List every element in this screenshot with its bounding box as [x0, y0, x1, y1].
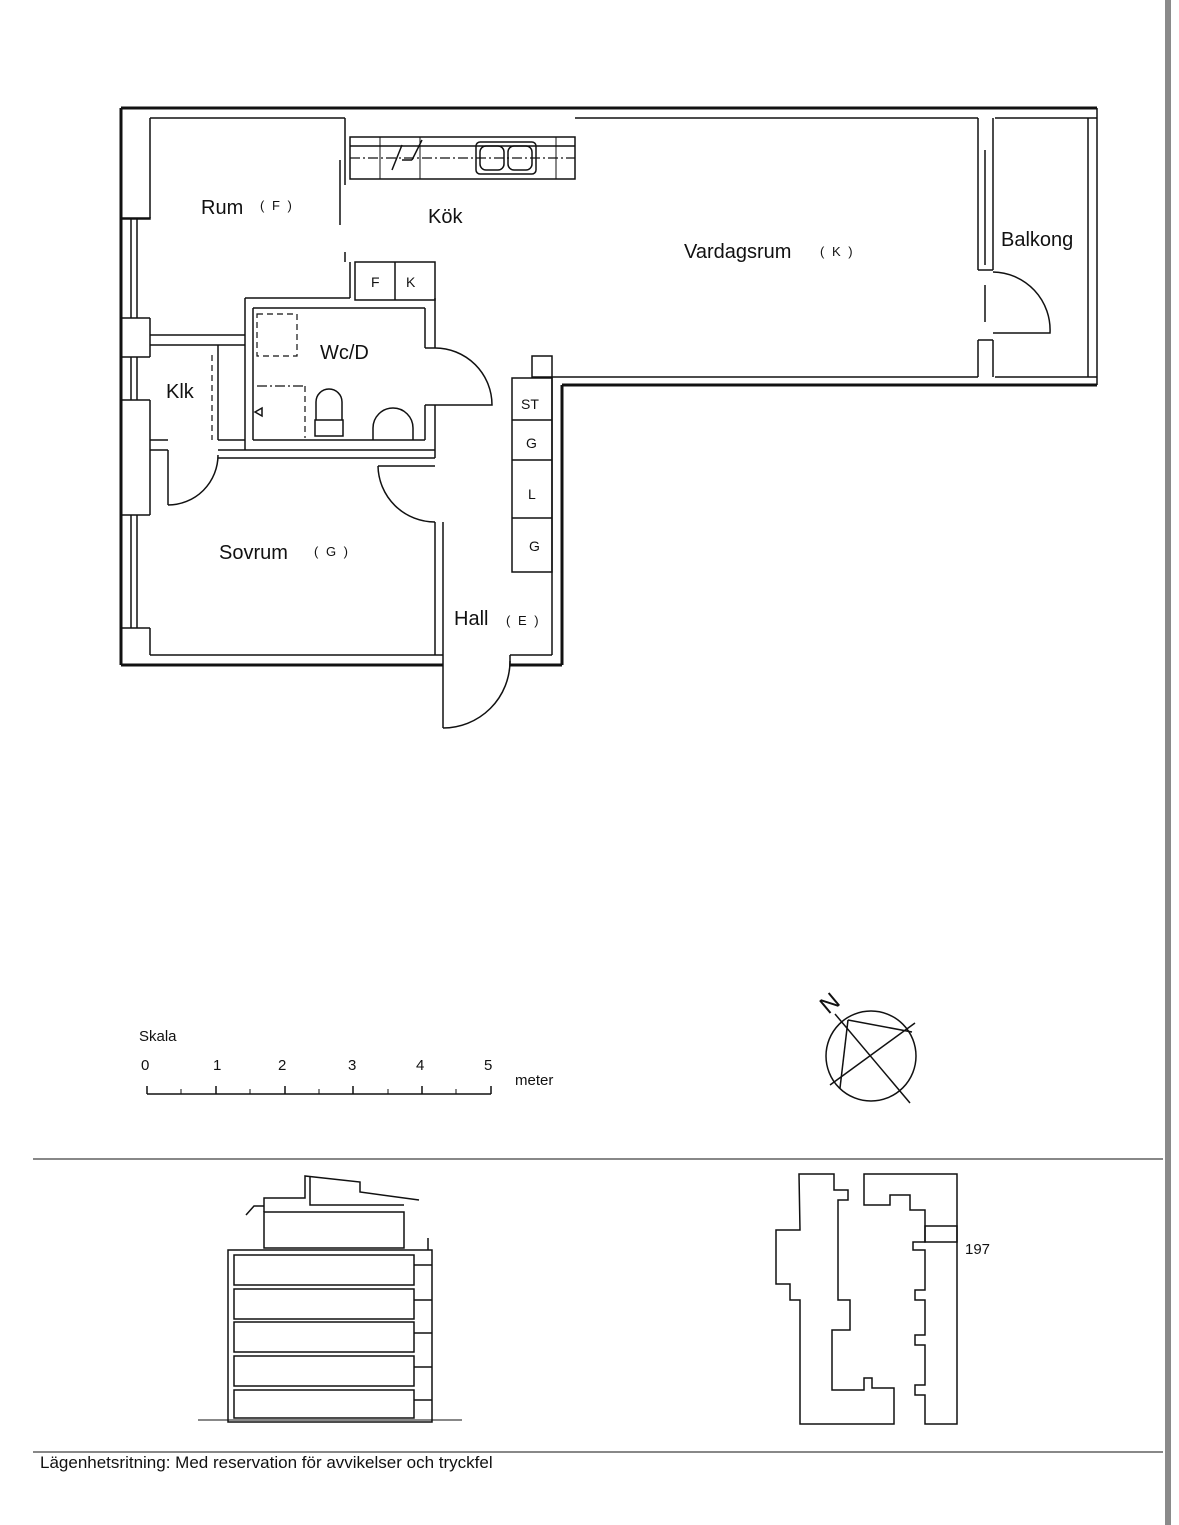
scale-tick-2: 2 — [278, 1057, 286, 1074]
appliance-label-f: F — [371, 274, 380, 290]
hall-closets — [511, 377, 553, 573]
interior-walls — [150, 118, 511, 729]
outer-walls — [119, 106, 1098, 667]
room-labels: Rum ( F ) Kök Vardagsrum ( K ) Balkong W… — [166, 197, 1073, 630]
scale-tick-1: 1 — [213, 1057, 221, 1074]
kitchen-counter — [349, 136, 576, 301]
scale-title: Skala — [139, 1028, 177, 1045]
room-label-kok: Kök — [428, 206, 463, 228]
room-code-hall: ( E ) — [506, 613, 541, 628]
appliance-label-g2: G — [529, 538, 540, 554]
room-code-rum: ( F ) — [260, 198, 294, 213]
room-label-rum: Rum — [201, 197, 243, 219]
right-edge-bar — [1165, 0, 1171, 1525]
appliance-label-k: K — [406, 274, 416, 290]
scale-tick-5: 5 — [484, 1057, 492, 1074]
room-code-sovrum: ( G ) — [314, 544, 350, 559]
building-section-drawing — [198, 1175, 462, 1423]
scale-ticks — [146, 1086, 492, 1094]
footer-disclaimer: Lägenhetsritning: Med reservation för av… — [40, 1453, 493, 1472]
appliance-label-l: L — [528, 486, 536, 502]
scale-unit: meter — [515, 1072, 553, 1089]
scale-tick-3: 3 — [348, 1057, 356, 1074]
room-label-wc: Wc/D — [320, 342, 369, 364]
scale-bar: Skala 0 1 2 3 4 5 meter — [139, 1028, 553, 1095]
appliance-labels: F K ST G L G — [371, 274, 540, 554]
appliance-label-st: ST — [521, 396, 539, 412]
room-label-hall: Hall — [454, 608, 488, 630]
site-plan-drawing: 197 — [775, 1173, 990, 1425]
room-code-vardagsrum: ( K ) — [820, 244, 855, 259]
room-label-balkong: Balkong — [1001, 229, 1073, 251]
room-label-klk: Klk — [166, 381, 195, 403]
scale-tick-0: 0 — [141, 1057, 149, 1074]
appliance-label-g1: G — [526, 435, 537, 451]
bathroom-fixtures — [253, 313, 414, 440]
room-label-vardagsrum: Vardagsrum — [684, 241, 791, 263]
site-plan-number: 197 — [965, 1241, 990, 1258]
room-label-sovrum: Sovrum — [219, 542, 288, 564]
compass-north-icon: N — [815, 988, 846, 1020]
compass: N — [815, 988, 917, 1104]
scale-tick-4: 4 — [416, 1057, 424, 1074]
compass-north-label: N — [815, 988, 846, 1020]
